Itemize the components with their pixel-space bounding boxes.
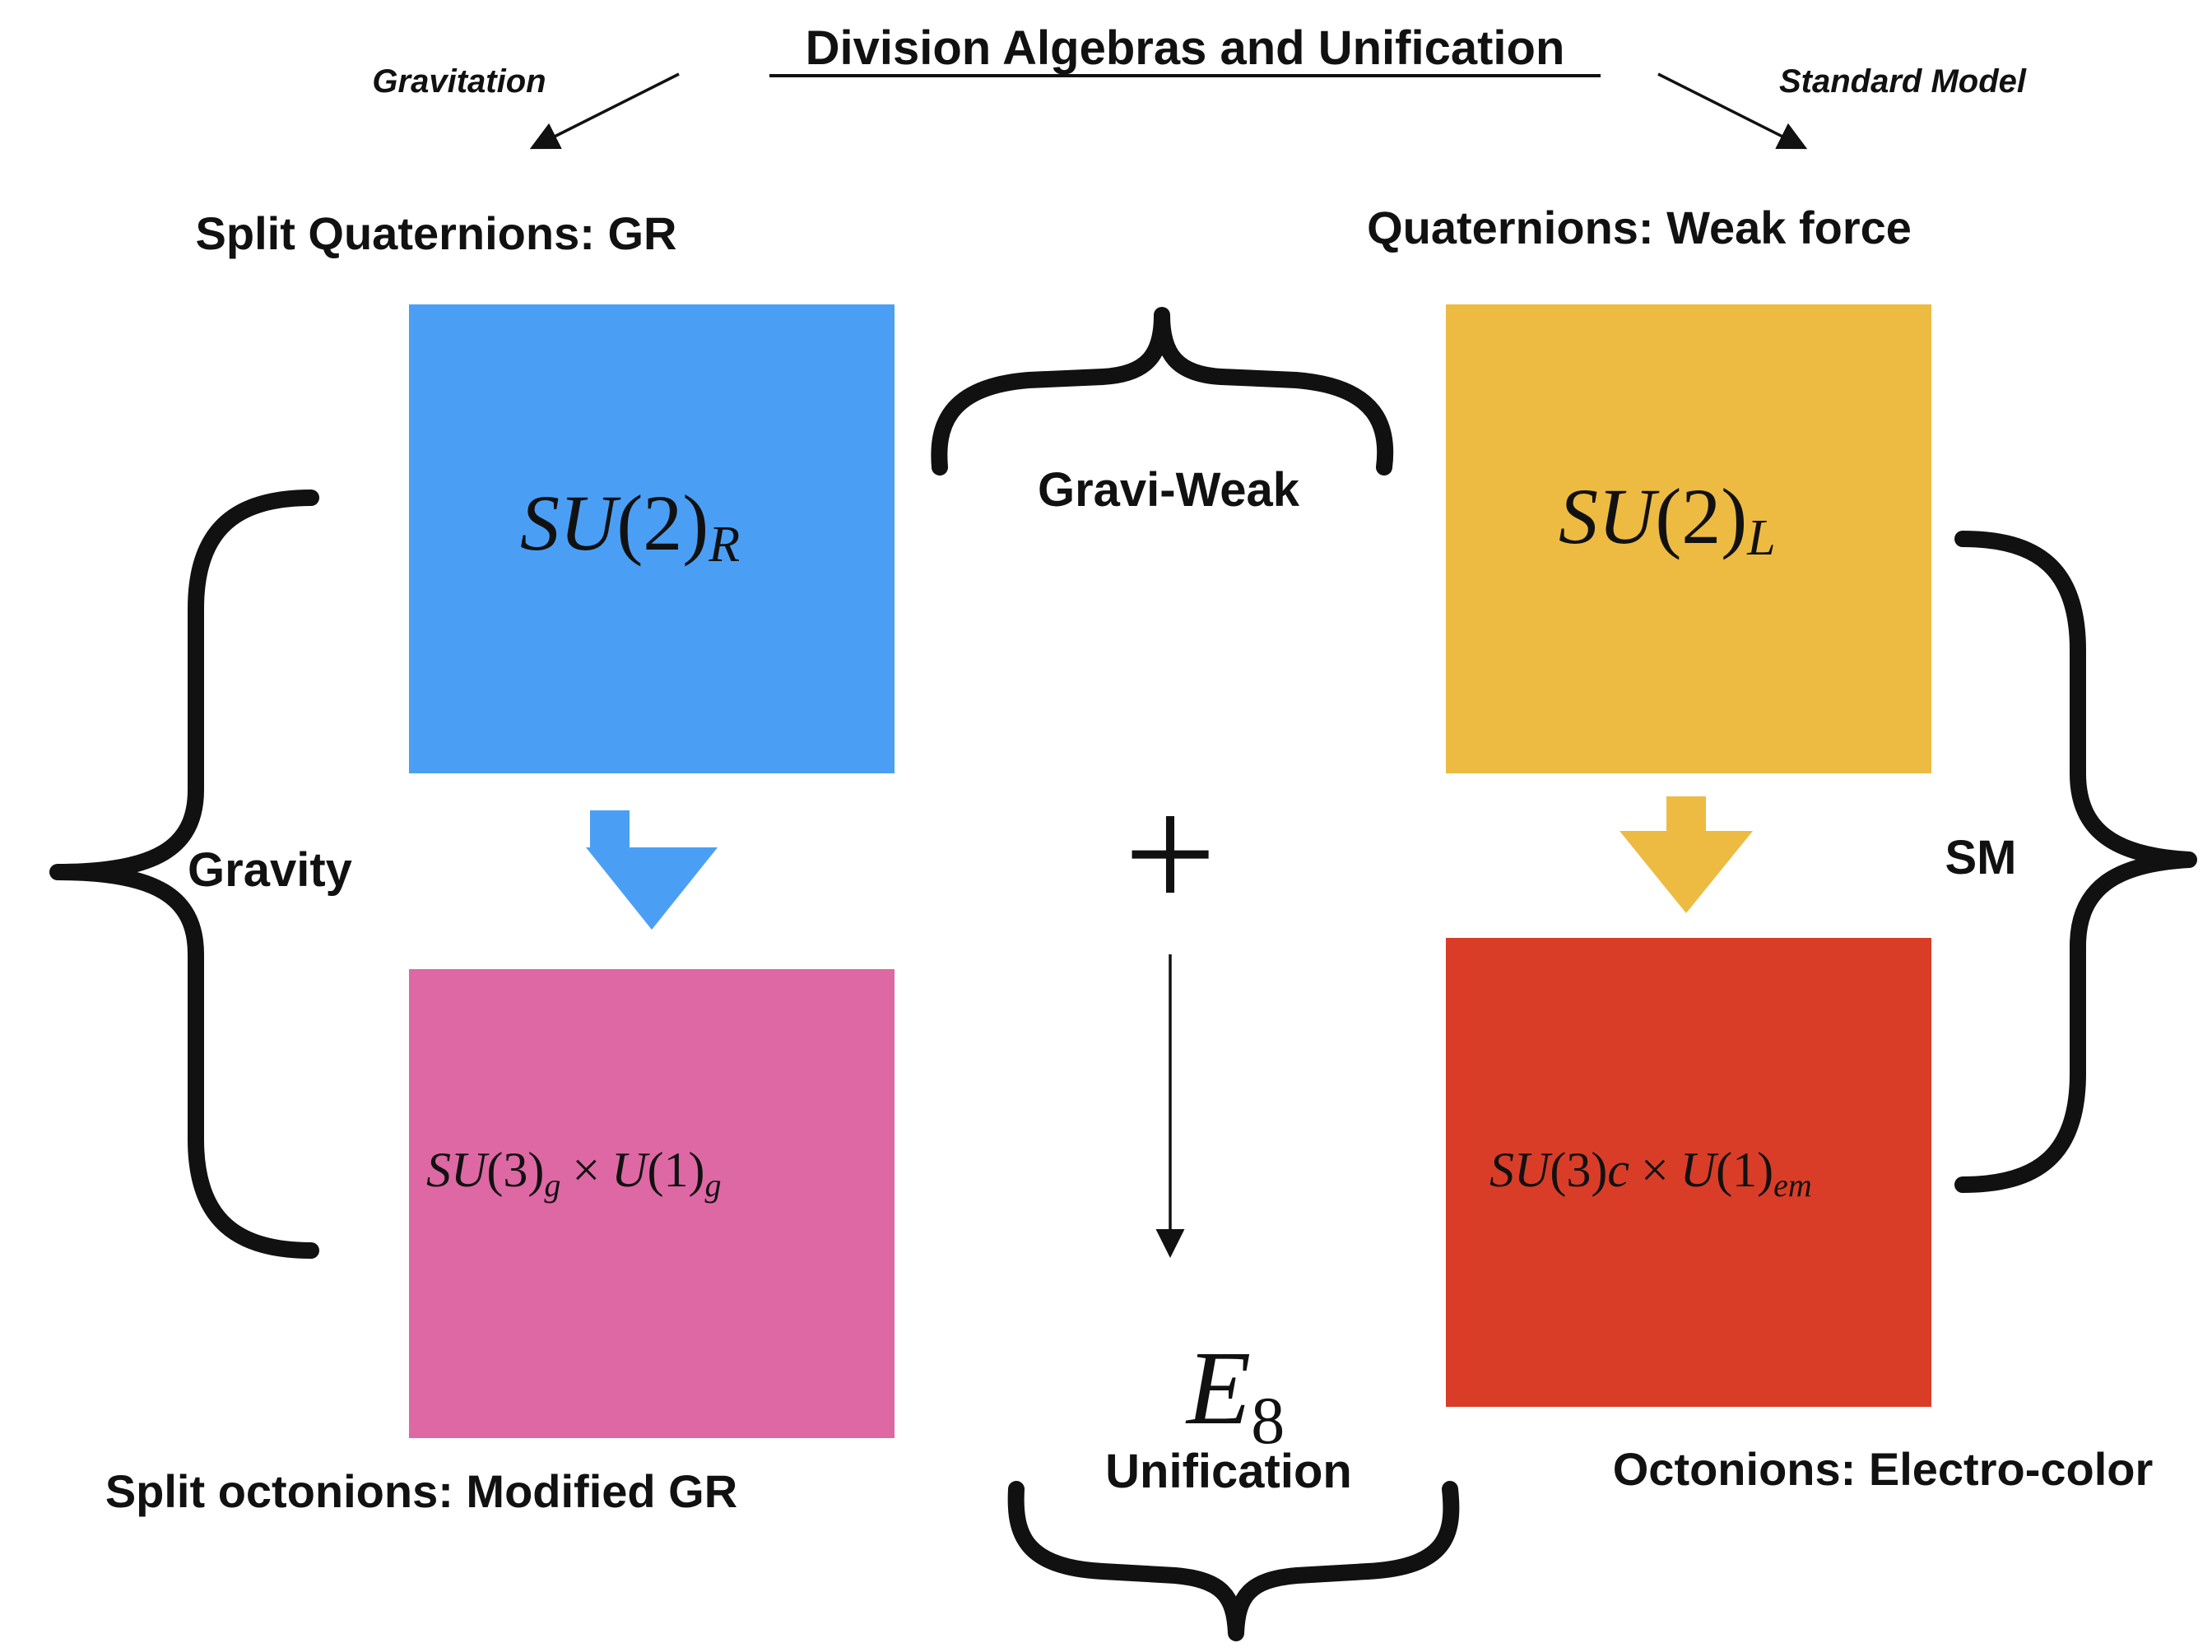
plus-sign: + (1124, 763, 1217, 945)
gravi-weak-brace (931, 307, 1394, 476)
su2r-formula: SU(2)R (520, 479, 740, 573)
gravi-weak-label: Gravi-Weak (1038, 463, 1300, 517)
grav-group-box (409, 969, 895, 1438)
unification-brace (1007, 1481, 1460, 1641)
blue-down-arrow (586, 810, 718, 930)
grav-group-formula: SU(3)g×U(1)g (426, 1143, 721, 1204)
unification-label: Unification (1105, 1445, 1352, 1498)
standard-model-arrow (1657, 72, 1808, 150)
color-group-formula: SU(3)c×U(1)em (1489, 1143, 1812, 1204)
su2l-box (1446, 304, 1931, 773)
e8-symbol: E8 (1185, 1329, 1285, 1458)
gravity-brace (49, 490, 319, 1259)
sm-label: SM (1945, 831, 2017, 884)
color-group-box (1446, 938, 1931, 1407)
yellow-down-arrow (1620, 796, 1753, 913)
su2l-formula: SU(2)L (1559, 472, 1776, 566)
gravity-label: Gravity (188, 843, 352, 897)
octonions-heading: Octonions: Electro-color (1613, 1443, 2154, 1495)
su2r-box (409, 304, 895, 773)
quaternions-heading: Quaternions: Weak force (1367, 202, 1912, 253)
split-octonions-heading: Split octonions: Modified GR (105, 1465, 737, 1517)
sm-brace (1954, 531, 2197, 1193)
split-quaternions-heading: Split Quaternions: GR (196, 207, 677, 259)
gravitation-arrow (529, 72, 680, 150)
diagram-title: Division Algebras and Unification (806, 21, 1565, 75)
standard-model-label: Standard Model (1779, 63, 2027, 100)
gravitation-label: Gravitation (372, 63, 546, 100)
